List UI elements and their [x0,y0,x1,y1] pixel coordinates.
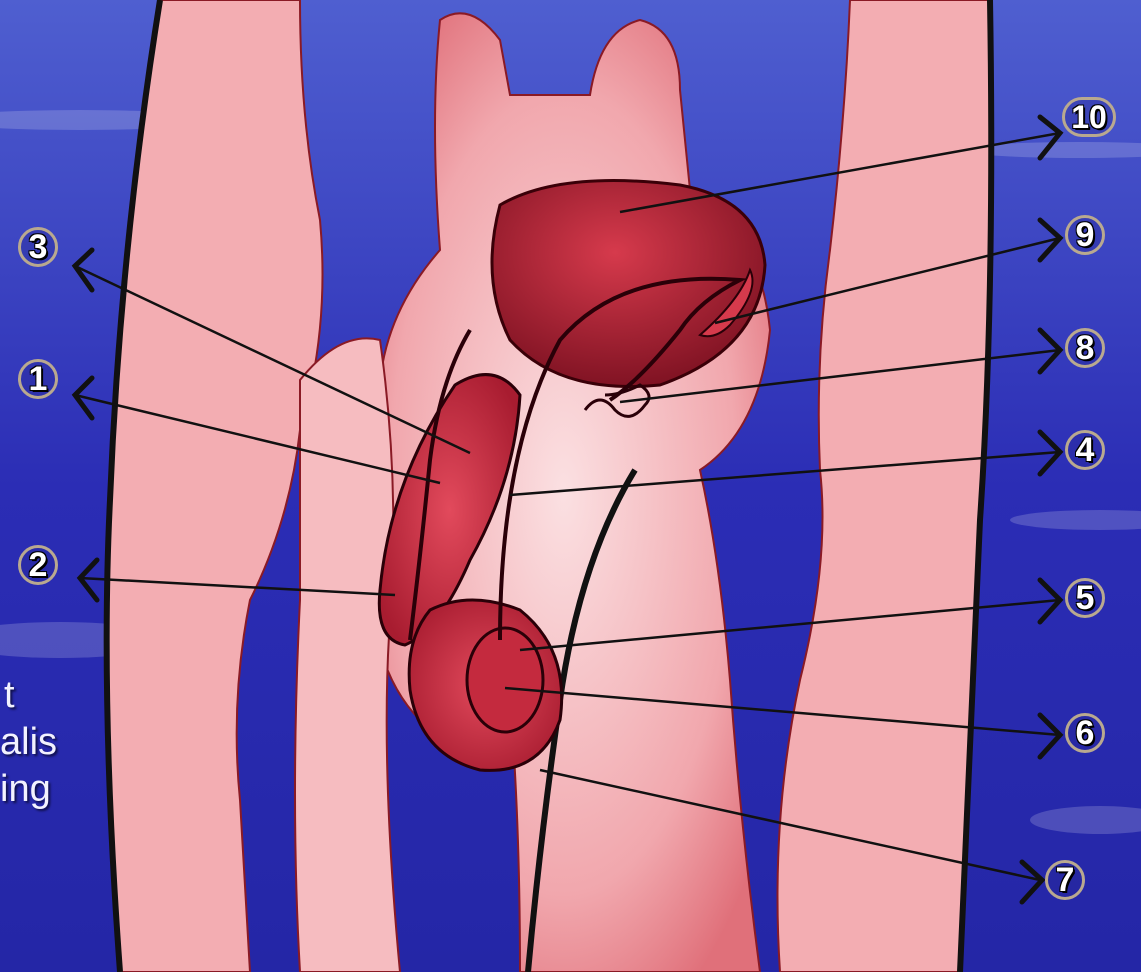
callout-5: 5 [1065,578,1105,618]
callout-2: 2 [18,545,58,585]
callout-1: 1 [18,359,58,399]
callout-9: 9 [1065,215,1105,255]
side-text-line-1: t [0,672,120,719]
center-leg [295,338,400,972]
side-text-line-3: ing [0,766,120,813]
testis [467,628,543,732]
callout-8: 8 [1065,328,1105,368]
callout-3: 3 [18,227,58,267]
clipped-side-text: t alis ing [0,672,120,813]
callout-10: 10 [1062,97,1116,137]
side-text-line-2: alis [0,719,120,766]
callout-7: 7 [1045,860,1085,900]
callout-6: 6 [1065,713,1105,753]
callout-4: 4 [1065,430,1105,470]
